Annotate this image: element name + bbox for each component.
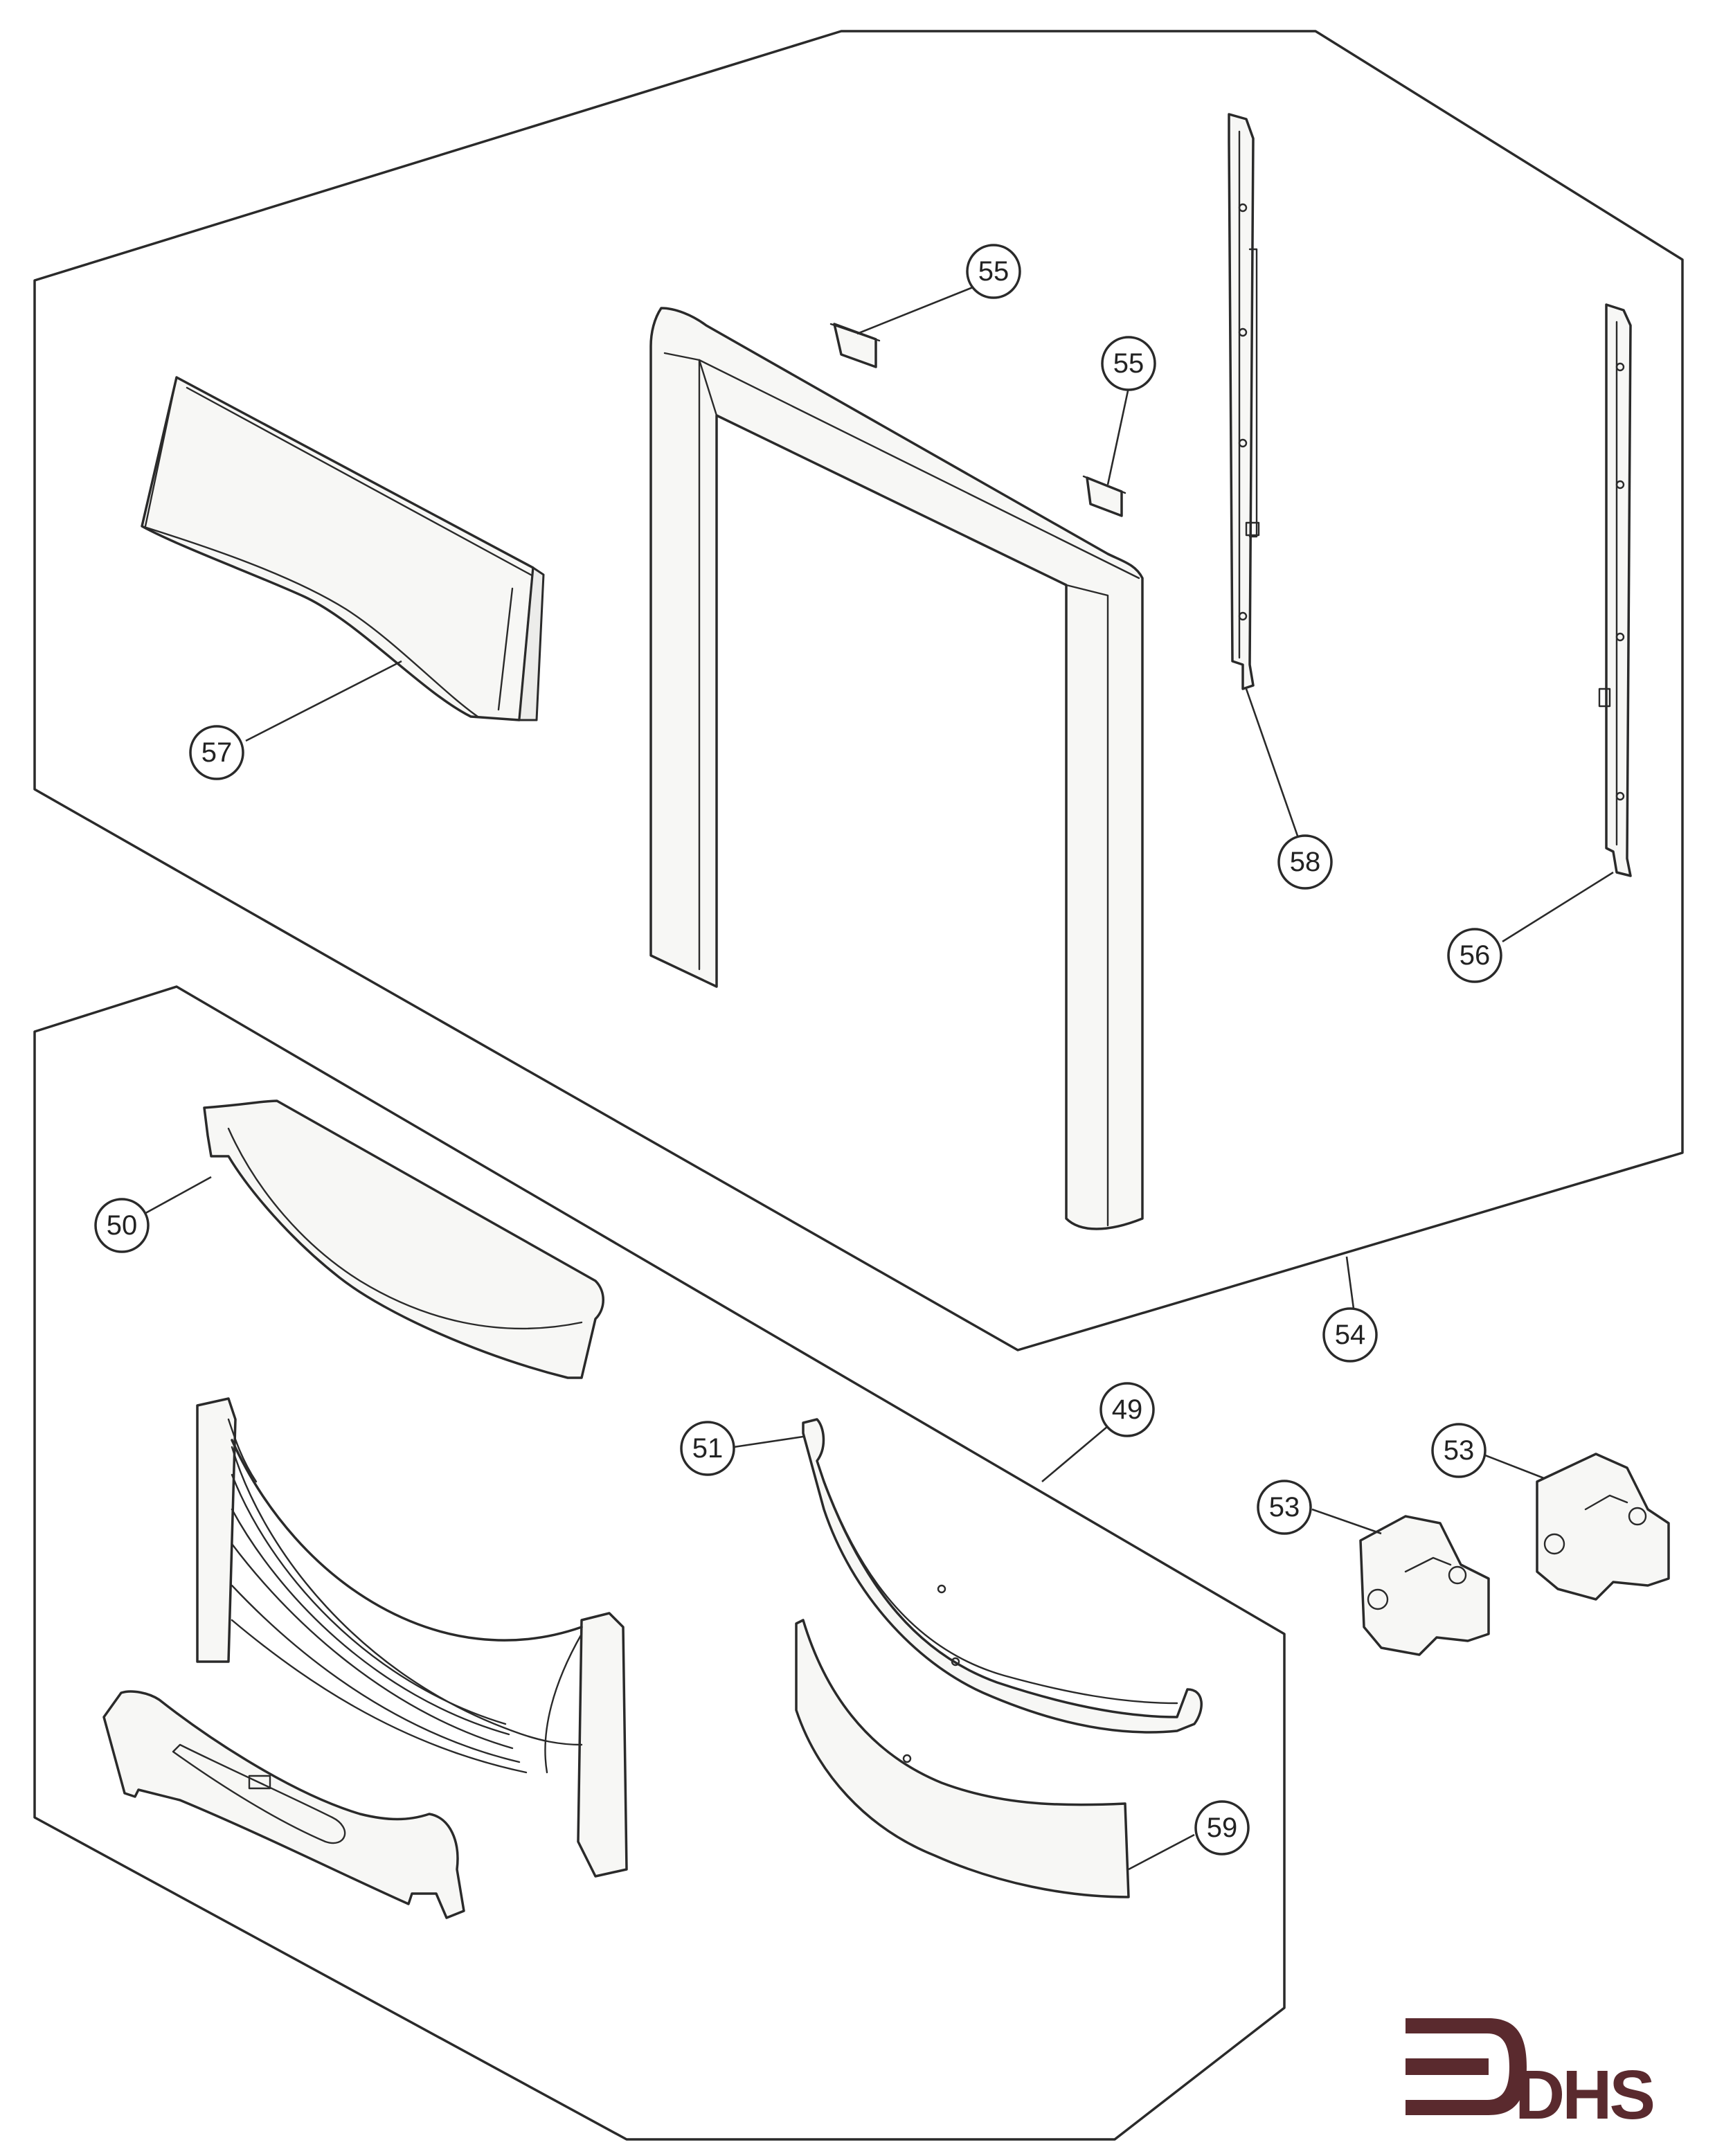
- callout-55b: 55: [1101, 336, 1156, 391]
- callout-57: 57: [189, 725, 244, 780]
- upper-group-outline: [33, 30, 1684, 1351]
- side-bracket-58: [1228, 113, 1260, 690]
- callout-56: 56: [1447, 928, 1502, 983]
- svg-text:50: 50: [107, 1210, 138, 1241]
- svg-text:55: 55: [1113, 348, 1144, 379]
- svg-text:53: 53: [1269, 1492, 1300, 1522]
- callout-58: 58: [1277, 834, 1333, 890]
- clip-part-55a: [829, 323, 881, 368]
- svg-text:56: 56: [1460, 940, 1491, 971]
- callout-50: 50: [94, 1198, 150, 1253]
- dhs-logo-text: DHS: [1515, 2056, 1653, 2134]
- leader-59: [1128, 1833, 1195, 1871]
- leader-55a: [856, 286, 973, 335]
- svg-text:51: 51: [692, 1433, 724, 1464]
- clip-part-55b: [1082, 475, 1126, 517]
- dhs-logo: DHS: [1406, 2018, 1655, 2134]
- callout-55a: 55: [966, 244, 1021, 299]
- leader-51: [733, 1435, 804, 1448]
- leader-56: [1502, 871, 1614, 943]
- leader-55b: [1106, 387, 1130, 485]
- svg-text:59: 59: [1207, 1813, 1238, 1843]
- leader-53b: [1481, 1453, 1545, 1480]
- bracket-block-53b: [1536, 1453, 1670, 1601]
- leader-54: [1345, 1256, 1355, 1309]
- svg-text:49: 49: [1112, 1394, 1143, 1425]
- ashpan-front: [102, 1690, 465, 1919]
- leader-50: [141, 1176, 212, 1216]
- lower-group-outline: [33, 985, 1286, 2141]
- fire-grate: [196, 1397, 628, 1878]
- leader-58: [1245, 688, 1300, 838]
- callout-54: 54: [1322, 1307, 1378, 1363]
- callout-53a: 53: [1257, 1480, 1312, 1535]
- canopy-part: [141, 376, 545, 721]
- svg-text:54: 54: [1335, 1320, 1366, 1350]
- svg-text:58: 58: [1290, 847, 1321, 877]
- dhs-logo-mark: [1406, 2018, 1527, 2115]
- curved-plate-59: [795, 1619, 1130, 1898]
- curved-plate-49: [802, 1418, 1203, 1734]
- leader-57: [245, 660, 402, 742]
- callout-59: 59: [1194, 1800, 1250, 1856]
- surround-frame: [649, 307, 1144, 1230]
- svg-text:57: 57: [201, 737, 233, 768]
- callout-51: 51: [680, 1421, 735, 1476]
- callout-49: 49: [1099, 1382, 1155, 1437]
- curved-top-bar-50: [203, 1099, 604, 1379]
- side-bracket-56: [1598, 303, 1632, 877]
- leader-49: [1041, 1426, 1108, 1482]
- svg-text:53: 53: [1444, 1435, 1475, 1466]
- svg-text:55: 55: [978, 256, 1009, 287]
- bracket-block-53a: [1359, 1515, 1490, 1656]
- leader-53a: [1311, 1508, 1382, 1535]
- callout-53b: 53: [1431, 1423, 1487, 1478]
